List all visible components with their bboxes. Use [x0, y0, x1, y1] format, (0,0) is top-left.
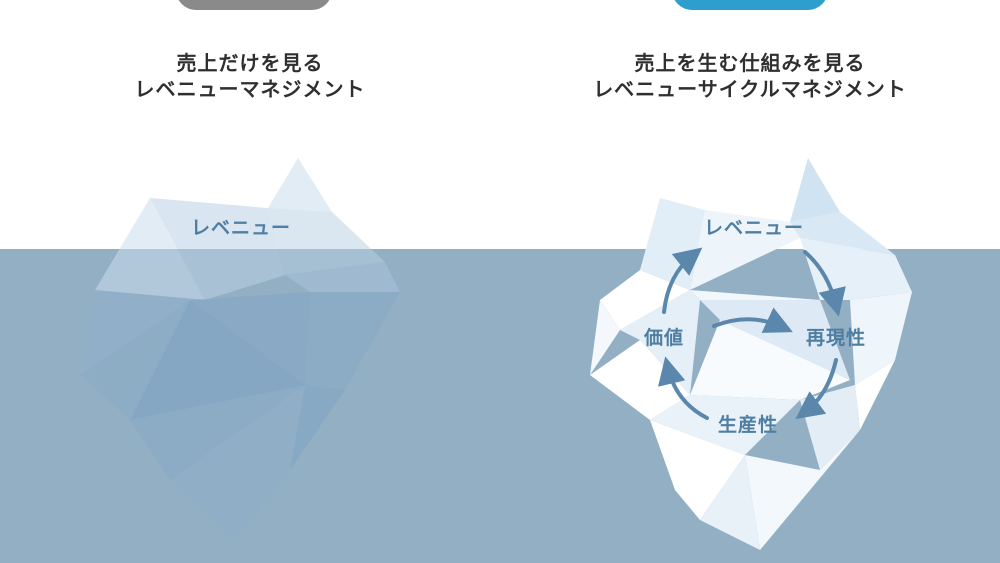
left-tab-pill — [176, 0, 332, 10]
cycle-arrows — [658, 247, 846, 420]
right-heading: 売上を生む仕組みを見る レベニューサイクルマネジメント — [520, 50, 980, 102]
right-heading-line2: レベニューサイクルマネジメント — [593, 77, 907, 101]
arrow-right-to-bottom — [795, 358, 838, 420]
right-tab-pill — [672, 0, 828, 10]
left-heading: 売上だけを見る レベニューマネジメント — [20, 50, 480, 102]
left-heading-line2: レベニューマネジメント — [134, 77, 366, 101]
arrow-left-to-top — [662, 247, 703, 314]
cycle-label-productivity: 生産性 — [718, 414, 779, 436]
left-heading-line1: 売上だけを見る — [176, 51, 324, 75]
right-iceberg — [590, 158, 912, 550]
cycle-label-value: 価値 — [644, 327, 685, 349]
cycle-label-reproducibility: 再現性 — [806, 327, 867, 349]
arrow-value-to-reproducibility — [712, 307, 793, 333]
cycle-label-revenue: レベニュー — [704, 217, 805, 239]
left-iceberg-label: レベニュー — [191, 217, 292, 239]
right-heading-line1: 売上を生む仕組みを見る — [634, 51, 866, 75]
arrow-top-to-right — [803, 250, 846, 317]
arrow-bottom-to-left — [658, 356, 709, 420]
left-iceberg — [80, 158, 400, 540]
